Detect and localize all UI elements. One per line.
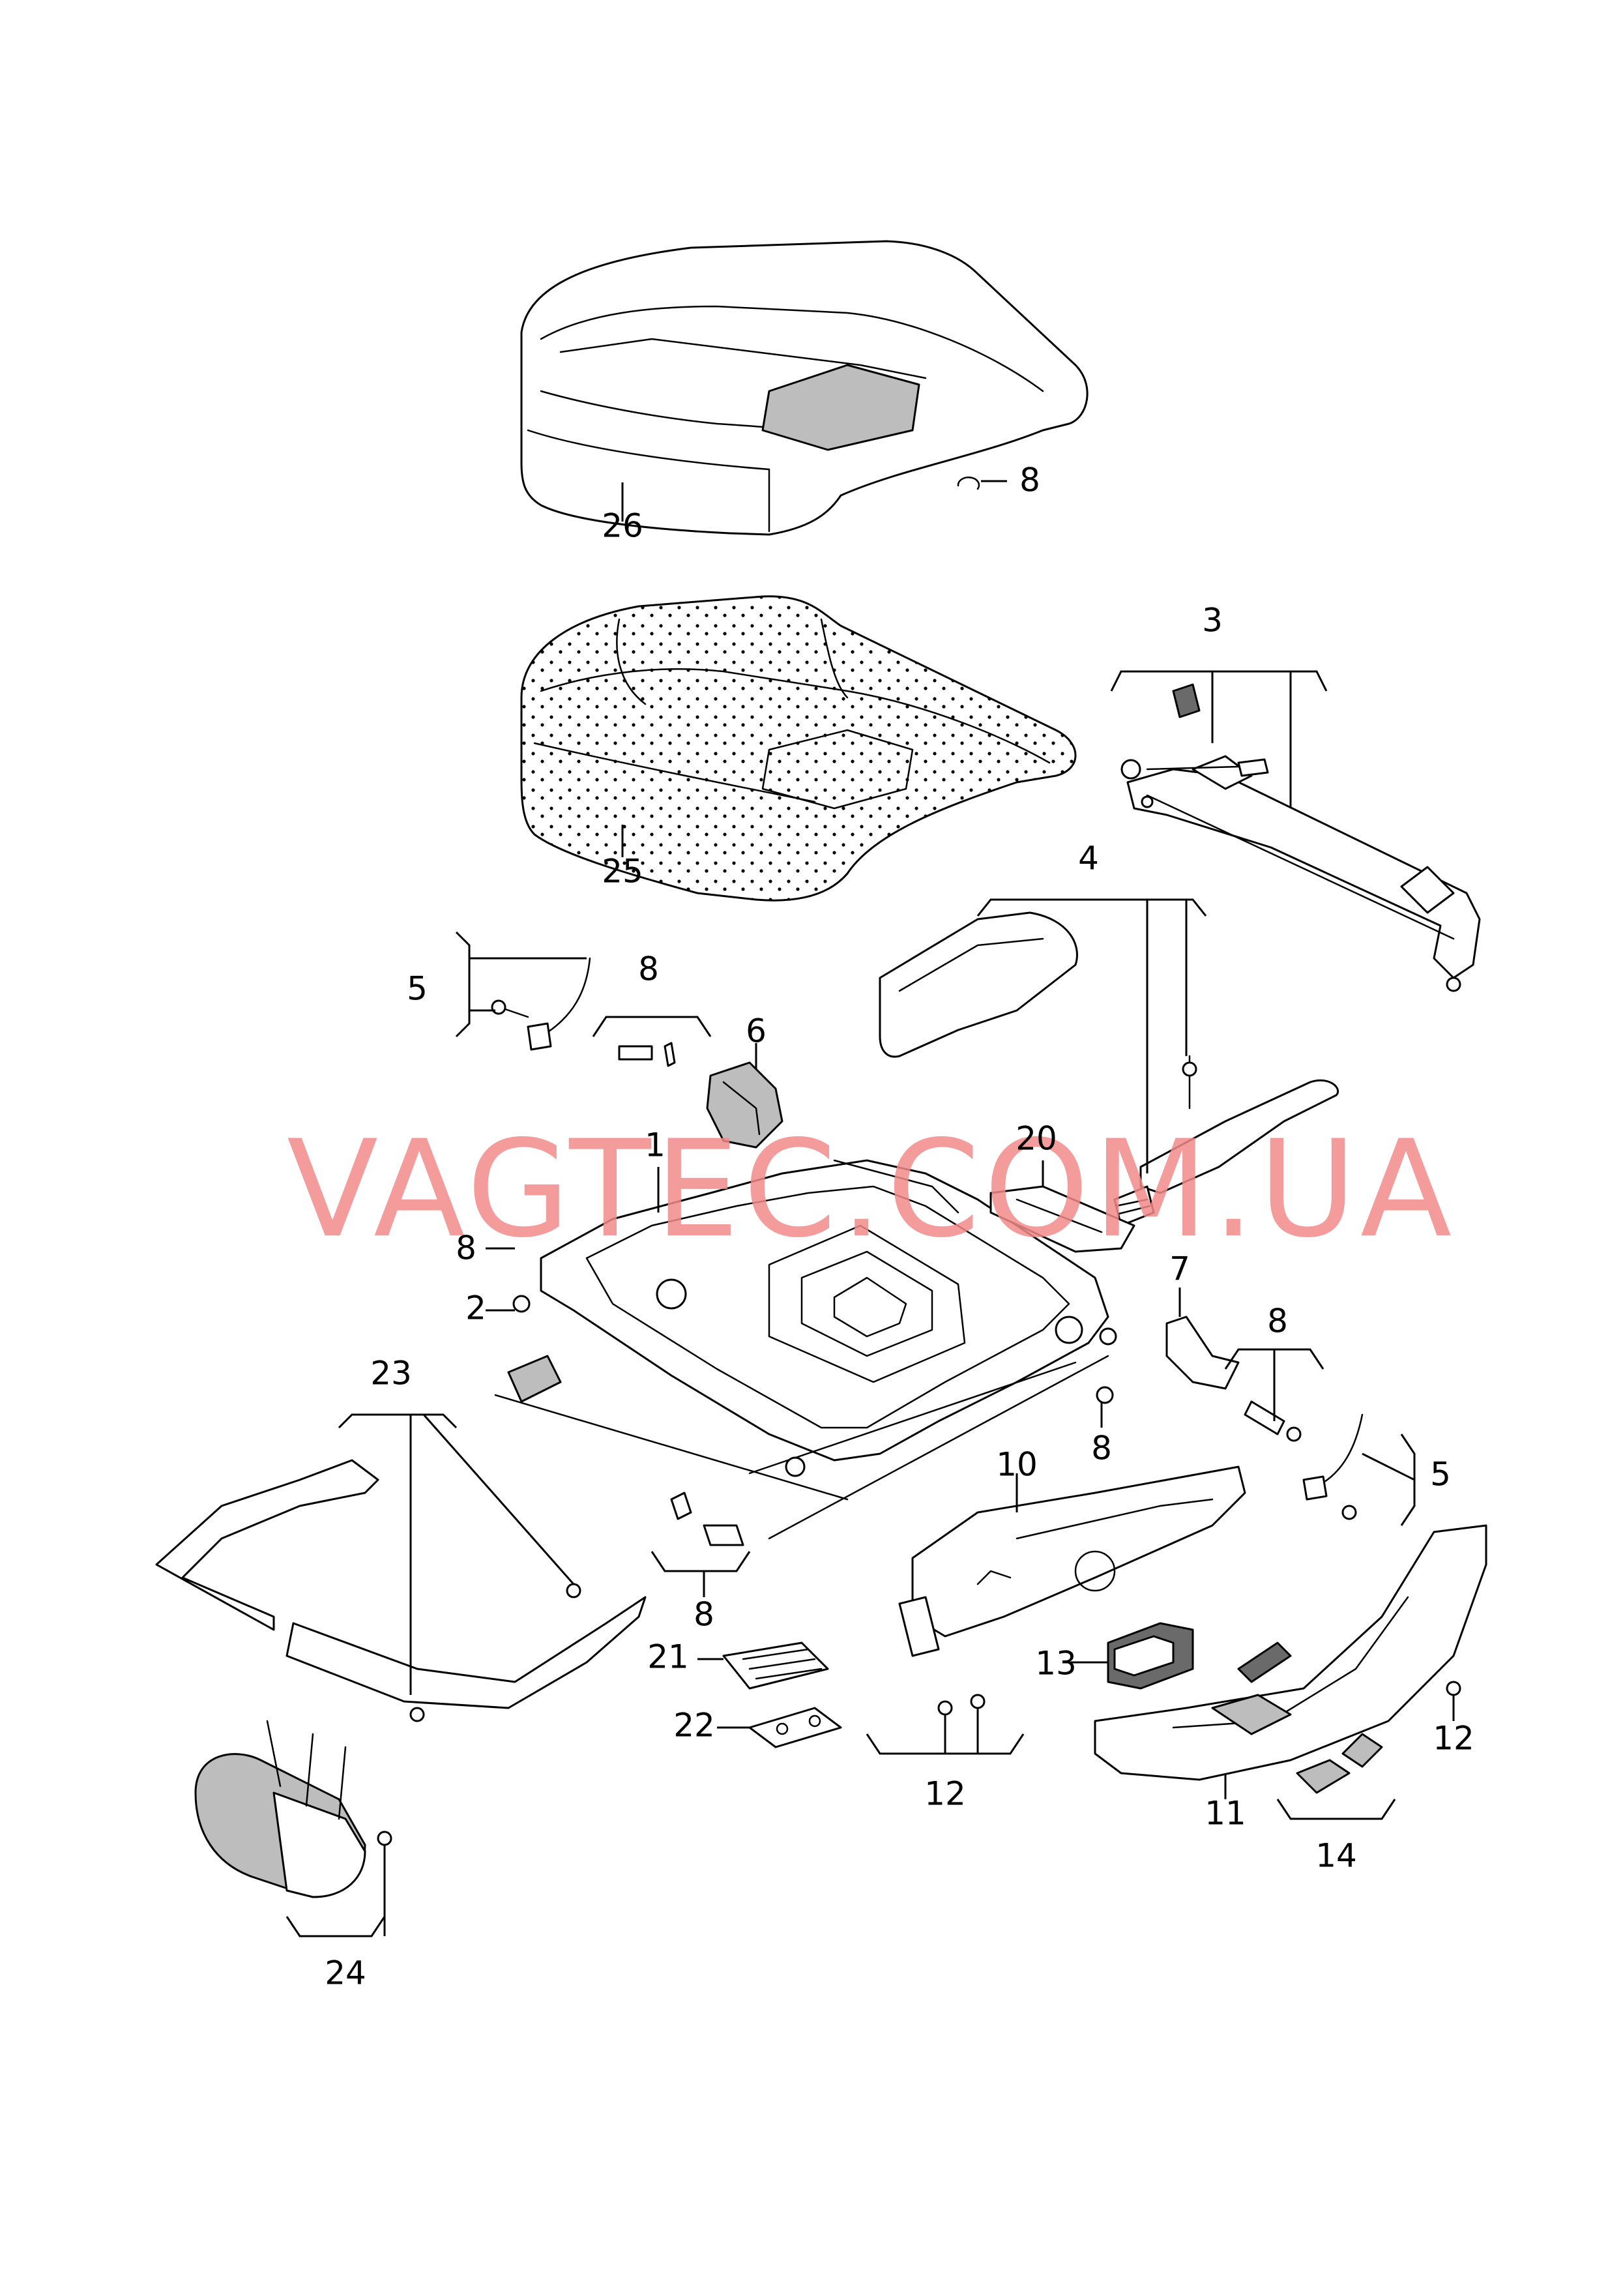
- callout-24: 24: [325, 1954, 366, 1992]
- callout-5-left: 5: [407, 970, 428, 1008]
- bracket-part-7: [1165, 1316, 1240, 1390]
- leader-lines: [285, 482, 1455, 1937]
- bracket-part-6: [706, 1061, 783, 1149]
- callout-11: 11: [1205, 1795, 1246, 1832]
- clip-part-8-lower: [670, 1386, 1114, 1546]
- screw-part-8-upper: [618, 1042, 676, 1067]
- side-panel-part-10: [898, 1465, 1246, 1657]
- seat-rail-part-3: [1120, 683, 1481, 992]
- trim-wire-part-23: [155, 1459, 647, 1722]
- callout-23: 23: [370, 1355, 412, 1392]
- callout-25: 25: [602, 853, 643, 890]
- callout-20: 20: [1016, 1120, 1057, 1158]
- callout-12-center: 12: [924, 1775, 966, 1813]
- callout-14: 14: [1315, 1837, 1357, 1875]
- lumbar-support-part-24: [194, 1720, 392, 1898]
- callout-8-ring: 8: [1019, 462, 1040, 499]
- control-unit-part-13: [1107, 1622, 1194, 1690]
- seat-cushion-foam-part-25: [520, 595, 1077, 902]
- plate-part-21: [722, 1641, 829, 1690]
- callout-8-right: 8: [1267, 1303, 1288, 1340]
- cable-part-5-left: [491, 957, 591, 1051]
- plate-part-22: [748, 1707, 842, 1748]
- callout-4: 4: [1078, 840, 1099, 877]
- watermark-text: VAGTEC.COM.UA: [287, 1112, 1455, 1267]
- callout-21: 21: [647, 1638, 689, 1676]
- callout-8-lower: 8: [694, 1596, 714, 1634]
- screws-part-12: [512, 1295, 1461, 1716]
- trim-panel-part-4: [879, 911, 1339, 1227]
- callout-5-right: 5: [1430, 1456, 1451, 1494]
- callout-8-upper: 8: [638, 950, 659, 988]
- seat-cover-part-26: [520, 240, 1089, 536]
- callout-7: 7: [1169, 1250, 1190, 1288]
- callout-12-right: 12: [1433, 1720, 1474, 1758]
- callout-22: 22: [673, 1707, 715, 1744]
- callout-13: 13: [1035, 1645, 1077, 1683]
- cable-part-5-right: [1302, 1413, 1364, 1520]
- callout-26: 26: [602, 507, 643, 545]
- ring-clip-part-8: [957, 476, 1007, 490]
- callout-2: 2: [465, 1289, 486, 1327]
- screw-part-8-right: [1244, 1400, 1302, 1442]
- callout-labels: 26 8 25 3 4 5 8 6 1 20 8 2 7 8 8 5 23 10…: [325, 462, 1474, 1992]
- callout-10: 10: [996, 1446, 1038, 1484]
- callout-8-mid: 8: [456, 1229, 476, 1267]
- switch-buttons-part-14: [1296, 1733, 1383, 1794]
- seat-frame-part-1: [494, 1159, 1117, 1540]
- seat-side-trim-part-11: [1094, 1524, 1487, 1781]
- callout-3: 3: [1202, 602, 1223, 640]
- callout-8-rail: 8: [1091, 1430, 1112, 1467]
- callout-1: 1: [645, 1126, 665, 1164]
- callout-6: 6: [746, 1012, 767, 1050]
